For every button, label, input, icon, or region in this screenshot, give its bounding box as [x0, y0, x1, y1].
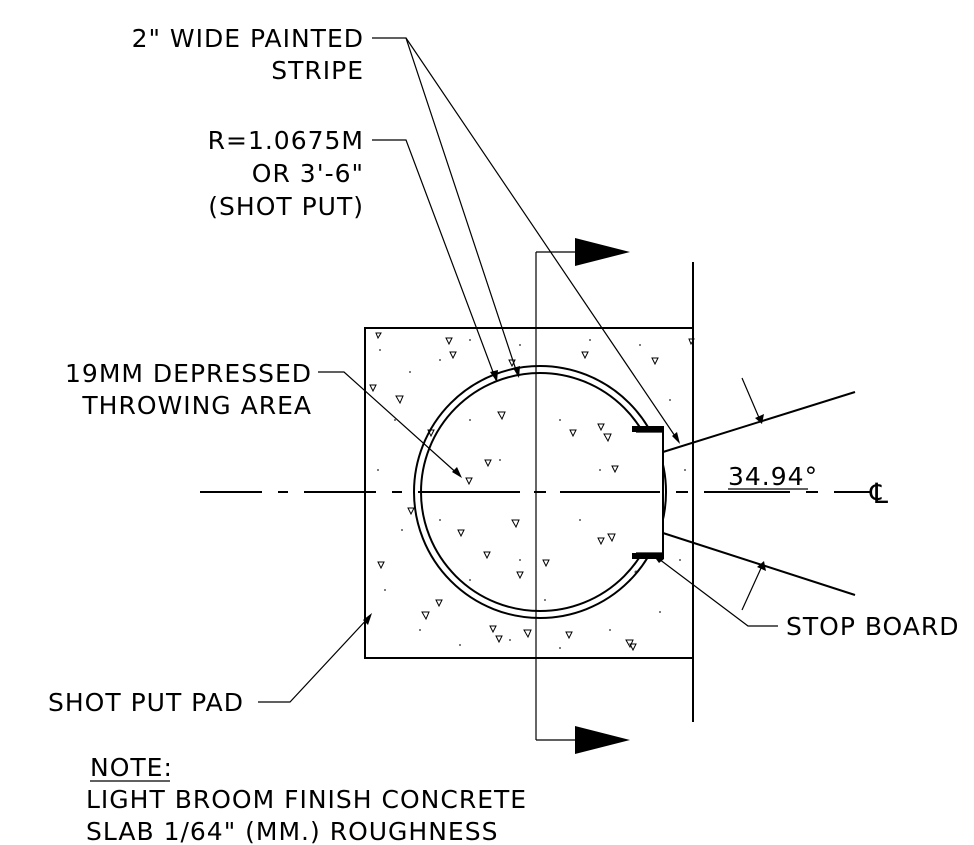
- section-cut-line: [535, 238, 630, 754]
- radius-label-line2: OR 3'-6": [252, 159, 364, 188]
- leader-radius: [372, 139, 498, 382]
- leader-stop-board: [653, 555, 778, 627]
- concrete-texture: [377, 339, 686, 649]
- leader-depressed-area: [318, 371, 462, 478]
- depressed-label-line1: 19MM DEPRESSED: [65, 359, 312, 388]
- note-title: NOTE:: [90, 753, 173, 782]
- note-line1: LIGHT BROOM FINISH CONCRETE: [86, 785, 527, 814]
- depressed-label-line2: THROWING AREA: [81, 391, 312, 420]
- stripe-label-line2: STRIPE: [271, 56, 364, 85]
- radius-label-line3: (SHOT PUT): [208, 192, 364, 221]
- centerline-symbol: ℄: [869, 477, 889, 510]
- radius-label-line1: R=1.0675M: [208, 126, 364, 155]
- angle-label: 34.94°: [728, 462, 818, 491]
- stop-board: [632, 426, 664, 559]
- leader-pad: [258, 613, 372, 703]
- leader-painted-stripe: [372, 37, 680, 444]
- sector-line-lower: [662, 532, 856, 596]
- angle-dimension: [728, 377, 808, 611]
- note-line2: SLAB 1/64" (MM.) ROUGHNESS: [86, 817, 498, 845]
- throwing-circle-outer: [413, 365, 667, 619]
- pad-label: SHOT PUT PAD: [48, 688, 244, 717]
- stripe-label-line1: 2" WIDE PAINTED: [132, 24, 364, 53]
- sector-line-upper: [662, 391, 856, 453]
- aggregate-triangles: [369, 332, 695, 652]
- stop-board-label: STOP BOARD: [786, 612, 960, 641]
